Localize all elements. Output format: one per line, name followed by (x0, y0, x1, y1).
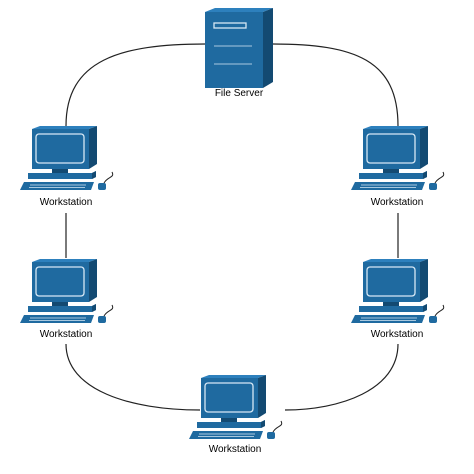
node-label: Workstation (371, 329, 424, 340)
connection-links (65, 43, 399, 411)
link-ws-right-bottom-to-ws-bottom (284, 343, 399, 411)
link-file-server-to-ws-left-top (65, 43, 206, 127)
node-workstation-right-top: Workstation (351, 126, 445, 208)
node-label: Workstation (40, 329, 93, 340)
link-ws-left-bottom-to-ws-bottom (65, 343, 201, 411)
node-label: Workstation (40, 197, 93, 208)
node-workstation-left-top: Workstation (20, 126, 114, 208)
node-file-server: File Server (205, 8, 273, 99)
link-file-server-to-ws-right-top (272, 43, 399, 127)
node-label: Workstation (209, 444, 262, 455)
workstation-icon (351, 126, 445, 190)
node-label: File Server (215, 88, 264, 99)
workstation-icon (189, 375, 283, 439)
node-workstation-left-bottom: Workstation (20, 259, 114, 340)
network-nodes: File Server Workstation Workstation Work… (20, 8, 445, 455)
workstation-icon (20, 126, 114, 190)
workstation-icon (351, 259, 445, 323)
workstation-icon (20, 259, 114, 323)
node-workstation-bottom: Workstation (189, 375, 283, 455)
node-workstation-right-bottom: Workstation (351, 259, 445, 340)
node-label: Workstation (371, 197, 424, 208)
server-icon (205, 8, 273, 88)
